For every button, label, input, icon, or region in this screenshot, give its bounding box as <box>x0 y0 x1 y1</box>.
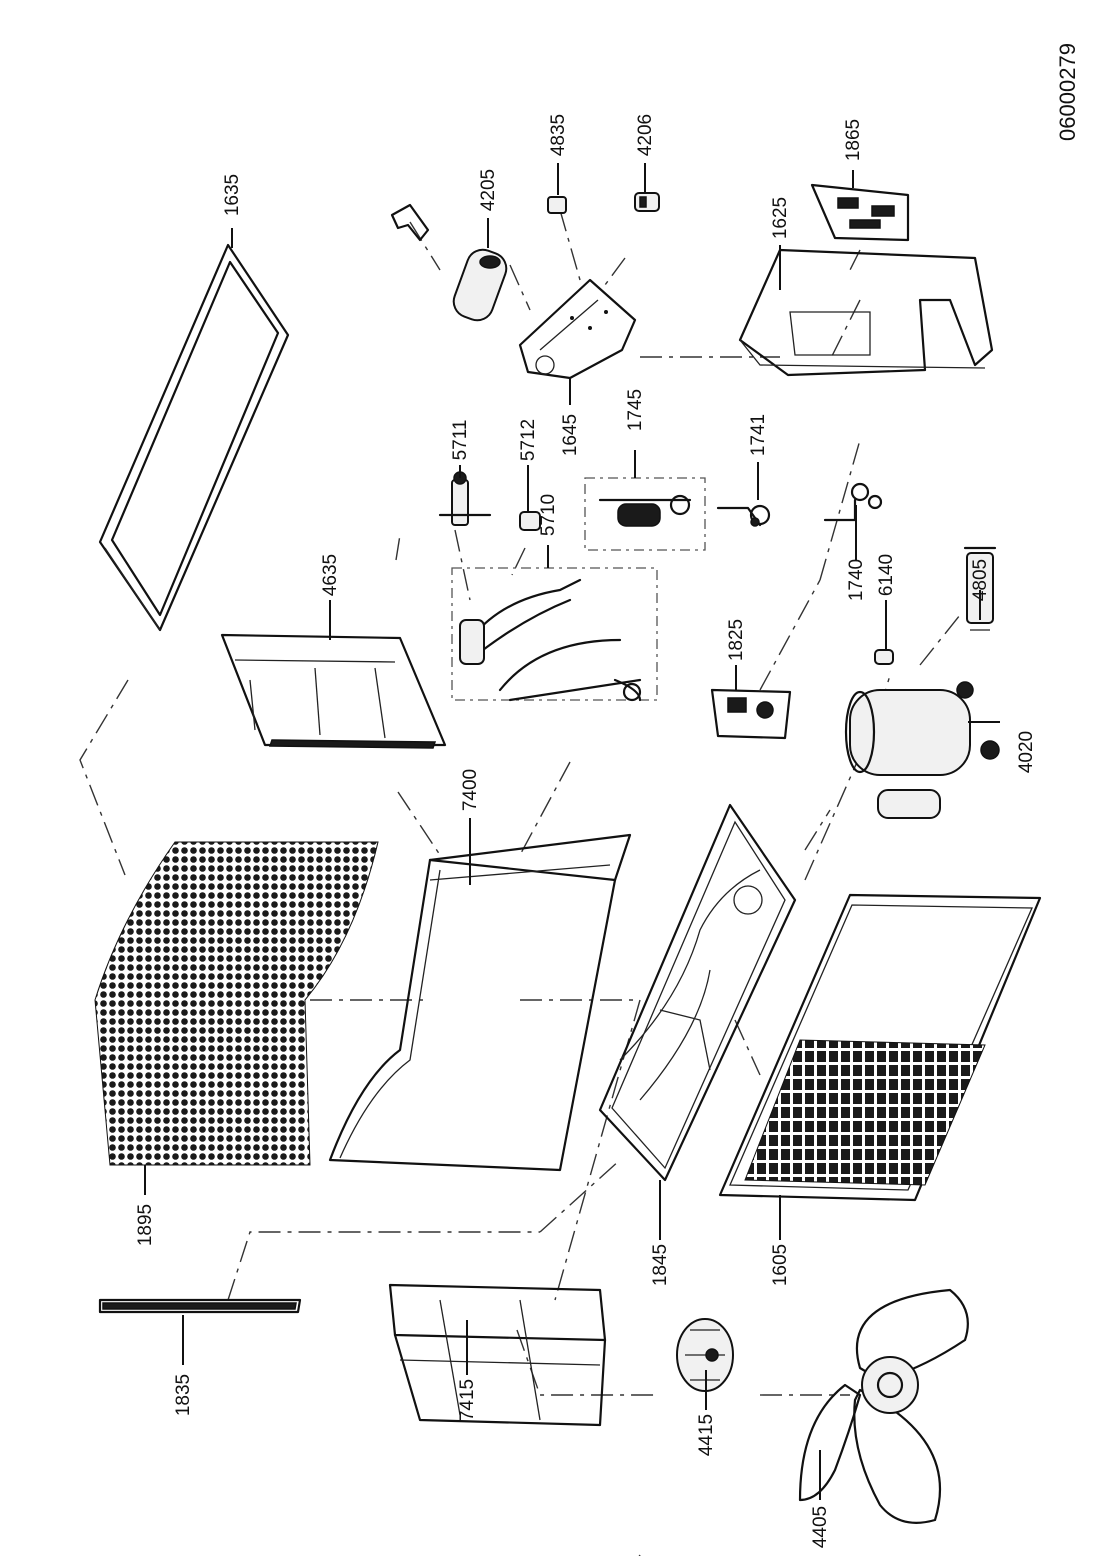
label-4405: 4405 <box>810 1506 831 1548</box>
part-4835-connector <box>547 196 567 214</box>
part-4635-panel <box>220 633 447 749</box>
label-5710: 5710 <box>538 494 559 536</box>
part-1741-fitting <box>716 504 771 527</box>
part-1865-plate <box>810 183 910 242</box>
label-7400: 7400 <box>460 769 481 811</box>
label-1741: 1741 <box>748 414 769 456</box>
group-box-1745 <box>584 477 706 551</box>
label-4805: 4805 <box>970 559 991 601</box>
part-7400-condenser <box>328 833 632 1172</box>
part-4405-fan-blade <box>798 1288 969 1524</box>
part-capacitor-clip <box>390 203 430 242</box>
part-4206-connector <box>634 192 660 212</box>
part-1745-component <box>598 494 692 527</box>
label-4205: 4205 <box>478 169 499 211</box>
part-1625-side-panel <box>738 248 994 377</box>
part-4020-compressor <box>844 681 1000 819</box>
label-4635: 4635 <box>320 554 341 596</box>
label-1865: 1865 <box>843 119 864 161</box>
label-1825: 1825 <box>726 619 747 661</box>
part-1825-box <box>710 688 792 740</box>
part-5712-nut <box>519 511 541 531</box>
label-1645: 1645 <box>560 414 581 456</box>
part-1605-grille-frame <box>718 893 1042 1202</box>
part-5710-valve-assembly <box>459 578 642 702</box>
label-4415: 4415 <box>696 1414 717 1456</box>
label-7415: 7415 <box>457 1379 478 1421</box>
label-1745: 1745 <box>625 389 646 431</box>
label-6140: 6140 <box>876 554 897 596</box>
label-4835: 4835 <box>548 114 569 156</box>
leader-lines <box>144 163 1000 1500</box>
part-1645-bracket <box>518 278 637 380</box>
label-1605: 1605 <box>770 1244 791 1286</box>
part-7415-frame <box>388 1283 607 1427</box>
label-1895: 1895 <box>135 1204 156 1246</box>
label-5712: 5712 <box>518 419 539 461</box>
part-6140-plug <box>874 649 894 665</box>
label-1625: 1625 <box>770 197 791 239</box>
part-5711-valve <box>438 471 492 526</box>
part-1740-valve <box>823 482 883 522</box>
label-1635: 1635 <box>222 174 243 216</box>
label-1835: 1835 <box>173 1374 194 1416</box>
document-id: 06000279 <box>1055 43 1080 141</box>
group-box-5710 <box>451 567 658 701</box>
label-1740: 1740 <box>846 559 867 601</box>
part-1835-rail <box>98 1298 302 1314</box>
label-4206: 4206 <box>635 114 656 156</box>
label-4020: 4020 <box>1016 731 1037 773</box>
part-1635-top-frame <box>98 243 290 632</box>
part-1895-coil-mesh <box>94 841 379 1166</box>
label-1845: 1845 <box>650 1244 671 1286</box>
part-4205-capacitor <box>452 248 508 322</box>
label-5711: 5711 <box>450 420 471 461</box>
part-1845-base-tray <box>598 803 797 1182</box>
part-4805-component <box>963 546 997 631</box>
